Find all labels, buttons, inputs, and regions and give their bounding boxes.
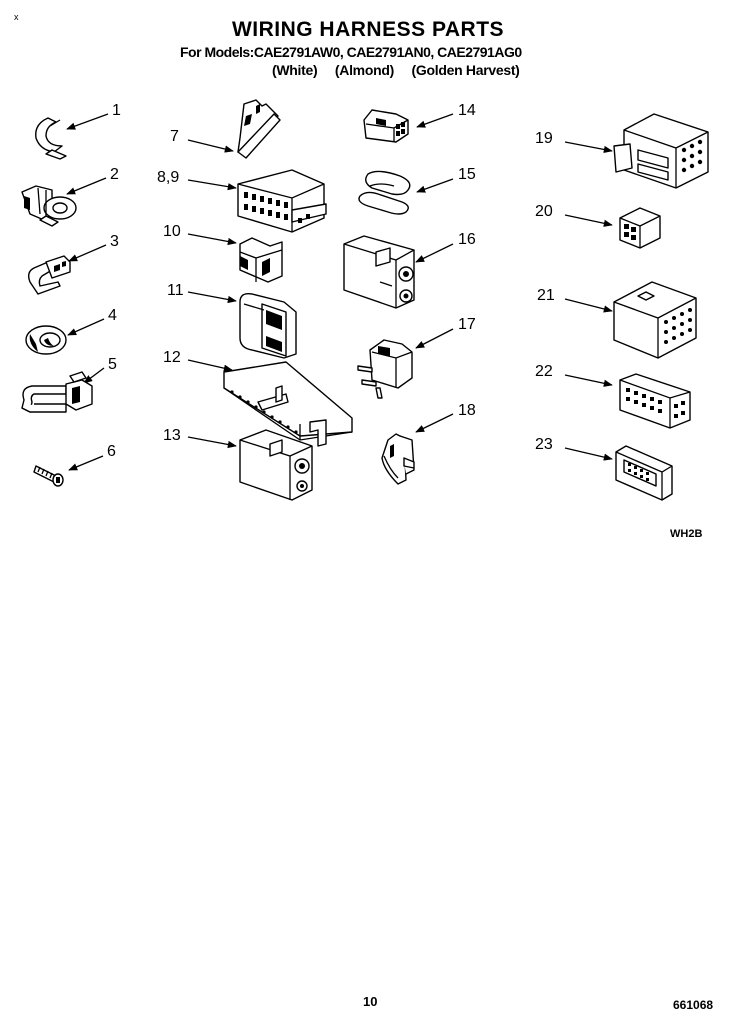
arrow-19: [564, 141, 613, 154]
callout-1: 1: [112, 102, 121, 119]
arrow-23: [564, 447, 613, 461]
part-5-cable-clamp: [21, 371, 93, 413]
part-7-terminal: [237, 99, 281, 159]
callout-21: 21: [537, 287, 555, 304]
part-14-connector: [363, 109, 409, 143]
callout-10: 10: [163, 223, 181, 240]
callout-23: 23: [535, 436, 553, 453]
arrow-17: [415, 328, 454, 349]
color-almond: (Almond): [334, 62, 394, 78]
arrow-3: [68, 244, 107, 262]
callout-16: 16: [458, 231, 476, 248]
callout-11: 11: [167, 282, 184, 299]
callout-8-9: 8,9: [157, 169, 180, 186]
corner-mark: x: [14, 12, 19, 22]
callout-20: 20: [535, 203, 553, 220]
arrow-14: [416, 113, 454, 128]
callout-12: 12: [163, 349, 181, 366]
arrow-7: [187, 139, 234, 153]
callout-13: 13: [163, 427, 181, 444]
part-15-sleeve: [358, 170, 411, 215]
arrow-1: [66, 113, 109, 130]
part-2-clamp: [21, 185, 77, 227]
part-13-housing: [239, 429, 313, 501]
part-23-connector: [615, 445, 673, 501]
arrow-21: [564, 298, 613, 313]
callout-5: 5: [108, 356, 117, 373]
part-18-bracket: [381, 433, 415, 485]
callout-22: 22: [535, 363, 553, 380]
part-number: 661068: [673, 998, 714, 1012]
callout-15: 15: [458, 166, 476, 183]
callout-17: 17: [458, 316, 476, 333]
color-white: (White): [272, 62, 318, 78]
arrow-15: [416, 178, 454, 193]
callout-19: 19: [535, 130, 553, 147]
color-golden-harvest: (Golden Harvest): [411, 62, 520, 78]
part-22-connector: [619, 373, 691, 429]
part-4-grommet: [25, 325, 67, 355]
part-8-9-connector: [237, 169, 327, 233]
page-title: WIRING HARNESS PARTS: [231, 18, 505, 41]
part-12-terminal-strip: [223, 361, 353, 447]
arrow-8-9: [187, 179, 237, 191]
callout-6: 6: [107, 443, 116, 460]
arrow-10: [187, 233, 237, 246]
part-16-housing: [343, 235, 415, 309]
part-19-connector-block: [613, 113, 709, 189]
part-6-screw: [33, 465, 64, 487]
arrow-12: [187, 359, 233, 372]
arrow-18: [415, 413, 454, 433]
part-11-housing: [239, 292, 297, 359]
part-21-connector-block: [613, 281, 697, 359]
callout-2: 2: [110, 166, 119, 183]
arrow-20: [564, 214, 613, 227]
part-3-clip: [27, 255, 71, 295]
callout-4: 4: [108, 307, 117, 324]
callout-14: 14: [458, 102, 476, 119]
callout-3: 3: [110, 233, 119, 250]
arrow-11: [187, 291, 237, 304]
page-number: 10: [363, 994, 378, 1009]
part-10-connector: [239, 237, 283, 283]
arrow-2: [66, 177, 107, 195]
diagram-code: WH2B: [670, 528, 703, 540]
color-variants: (White) (Almond) (Golden Harvest): [272, 62, 534, 78]
leader-arrows: [66, 113, 613, 471]
models-line: For Models:CAE2791AW0, CAE2791AN0, CAE27…: [180, 44, 522, 60]
arrow-5: [83, 367, 105, 384]
arrow-16: [415, 243, 454, 263]
part-17-connector: [357, 339, 413, 399]
arrow-22: [564, 374, 613, 387]
arrow-4: [67, 318, 105, 336]
part-20-connector: [619, 207, 661, 249]
part-1-clip: [35, 117, 67, 160]
callout-7: 7: [170, 128, 179, 145]
arrow-6: [68, 455, 104, 471]
callout-18: 18: [458, 402, 476, 419]
arrow-13: [187, 436, 237, 449]
